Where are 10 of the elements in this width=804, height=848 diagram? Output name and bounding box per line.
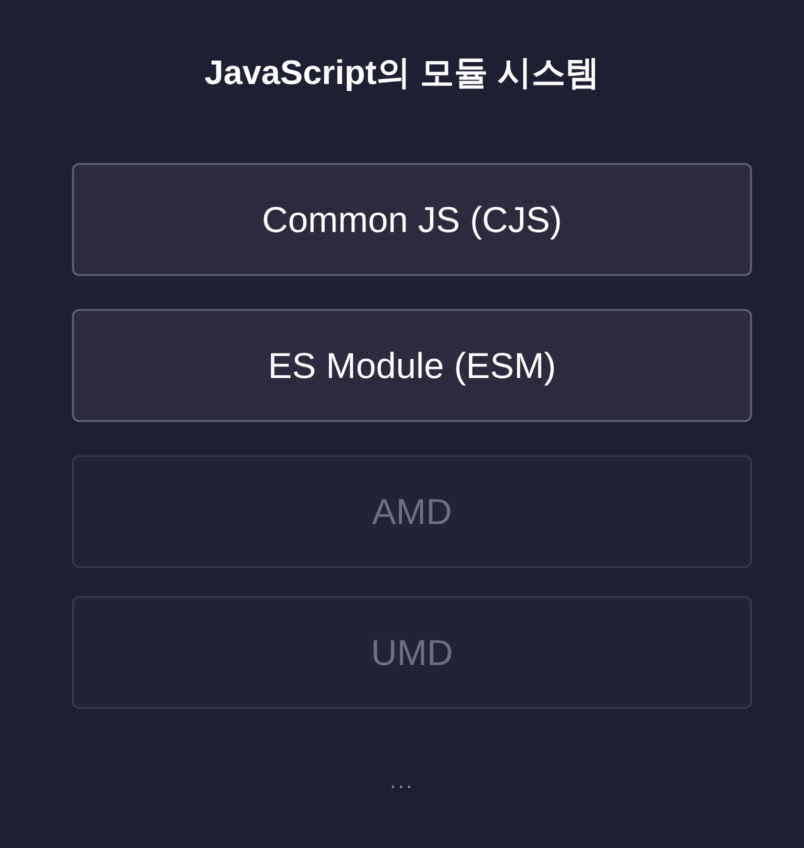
- item-label: UMD: [371, 632, 453, 674]
- list-item-box: [72, 596, 752, 709]
- item-label: Common JS (CJS): [262, 198, 562, 240]
- item-label: AMD: [372, 490, 452, 532]
- ellipsis-text: ...: [390, 768, 414, 793]
- item-label: ES Module (ESM): [268, 344, 556, 386]
- list-item-box: [72, 163, 752, 276]
- list-item-box: [72, 309, 752, 422]
- title: JavaScript의 모듈 시스템: [204, 54, 600, 92]
- list-item-box: [72, 455, 752, 568]
